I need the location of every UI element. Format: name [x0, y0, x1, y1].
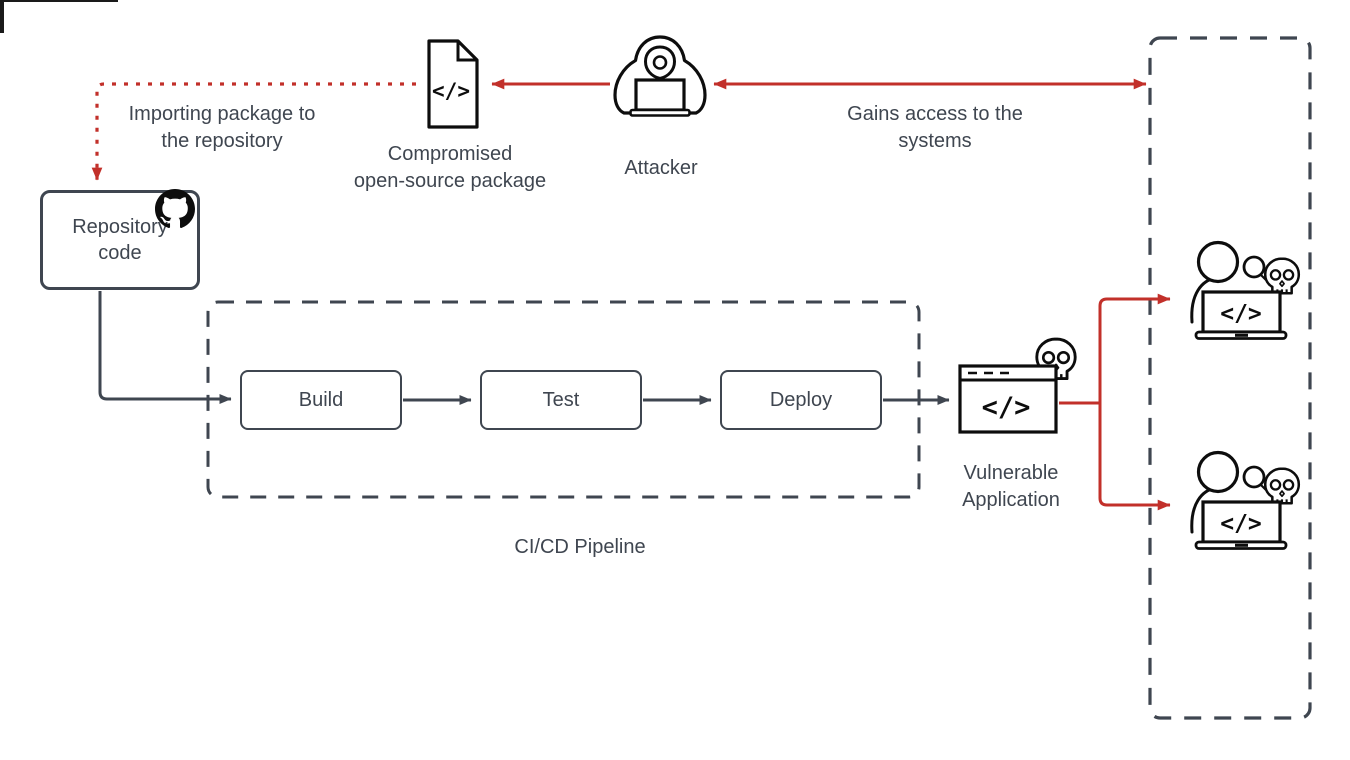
app-code-glyph: </> — [982, 392, 1031, 423]
compromised-user-bottom-icon: </> — [1190, 450, 1301, 550]
cicd-pipeline-label: CI/CD Pipeline — [514, 536, 646, 558]
user-top-code-glyph: </> — [1220, 301, 1262, 327]
pipeline-step-build: Build — [240, 370, 402, 430]
package-code-glyph: </> — [432, 79, 470, 103]
compromised-user-top-icon: </> — [1190, 240, 1301, 340]
attacker-icon — [613, 35, 707, 117]
edge-artifact-top — [0, 0, 118, 2]
vulnerable-app-icon: </> — [958, 364, 1058, 434]
compromised-package-icon: </> — [427, 39, 479, 129]
build-label: Build — [298, 389, 344, 411]
user-bottom-code-glyph: </> — [1220, 511, 1262, 537]
edge-repo-to-build — [98, 291, 232, 404]
gains-access-label: Gains access to the systems — [847, 103, 1023, 152]
target-systems-container — [1148, 36, 1312, 720]
edge-app-to-user-bottom — [1098, 403, 1171, 511]
edge-importing-package — [91, 82, 416, 181]
edge-artifact-left — [0, 0, 4, 33]
repository-code-label: Repository code — [72, 216, 168, 264]
deploy-label: Deploy — [769, 389, 833, 411]
test-label: Test — [542, 389, 580, 411]
repository-code-node: Repository code — [40, 190, 200, 290]
attacker-label: Attacker — [624, 157, 698, 179]
github-icon — [155, 189, 195, 229]
pipeline-step-deploy: Deploy — [720, 370, 882, 430]
vulnerable-application-label: Vulnerable Application — [962, 462, 1060, 511]
edge-app-to-user-top — [1098, 293, 1171, 403]
importing-package-label: Importing package to the repository — [128, 103, 316, 152]
pipeline-step-test: Test — [480, 370, 642, 430]
compromised-package-label: Compromised open-source package — [353, 143, 547, 192]
